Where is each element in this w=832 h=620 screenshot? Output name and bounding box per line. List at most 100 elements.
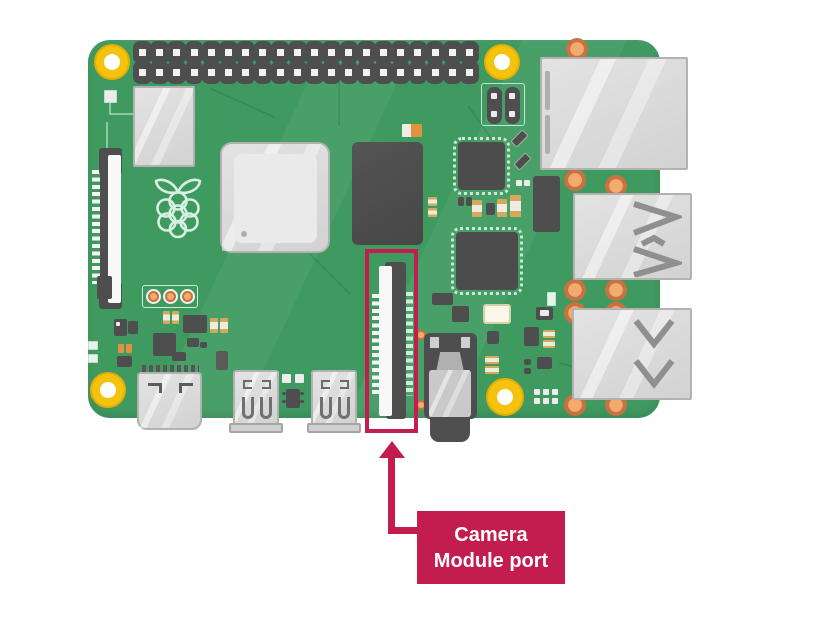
gpio-pin	[442, 61, 462, 84]
gpio-pin	[150, 41, 169, 64]
gpio-pin	[133, 61, 152, 84]
ethernet-port	[540, 57, 688, 170]
capacitor	[472, 200, 482, 217]
trace-line	[338, 80, 340, 126]
gpio-pin	[391, 61, 410, 84]
capacitor	[172, 311, 179, 324]
pmic-chip	[153, 333, 176, 356]
smd-chip	[452, 306, 469, 322]
solder-pad	[564, 169, 586, 191]
gpio-pin	[339, 41, 359, 64]
mounting-hole-top-left	[94, 44, 130, 80]
callout-line-horizontal	[388, 527, 418, 534]
run-header	[142, 285, 198, 308]
smd-chip	[114, 319, 127, 336]
smd-chip	[524, 327, 539, 346]
pad-square	[295, 374, 304, 383]
smd-chip	[128, 321, 138, 334]
usb3-port	[573, 193, 692, 280]
gpio-pin	[408, 61, 428, 84]
up-arrow-icon	[379, 441, 405, 458]
smd-chip	[487, 331, 499, 344]
soc-chip	[220, 142, 330, 253]
gpio-pin	[150, 61, 169, 84]
smd-chip	[187, 338, 199, 347]
solder-pad	[605, 175, 627, 197]
mounting-hole-top-right	[484, 44, 520, 80]
gpio-pin	[425, 61, 445, 84]
usb2-symbol-icon	[633, 319, 675, 389]
gpio-pin	[356, 61, 376, 84]
crystal-oscillator	[483, 304, 511, 324]
gpio-pin	[460, 41, 479, 64]
capacitor	[126, 344, 132, 353]
smd-chip	[537, 357, 552, 369]
gpio-pin	[287, 41, 307, 64]
qfp-chip	[453, 137, 510, 195]
usb-controller-chip	[451, 227, 523, 295]
gpio-pin	[442, 41, 462, 64]
gpio-pin	[270, 61, 290, 84]
callout-line-vertical	[388, 456, 395, 534]
smd-chip	[486, 203, 495, 215]
gpio-pin	[374, 41, 393, 64]
gpio-pin	[339, 61, 359, 84]
capacitor	[485, 366, 499, 374]
pad-square	[282, 374, 291, 383]
gpio-pin	[408, 41, 428, 64]
callout-label-line2: Module port	[433, 549, 549, 572]
smd-chip	[117, 356, 132, 367]
capacitor	[543, 330, 555, 338]
led	[88, 341, 98, 350]
smd-chip	[547, 292, 556, 306]
smd-chip	[524, 359, 531, 365]
antenna-pad	[104, 90, 117, 103]
callout-label: Camera Module port	[417, 511, 565, 584]
gpio-pin	[305, 61, 324, 84]
gpio-pin	[253, 61, 273, 84]
gpio-pin	[374, 61, 393, 84]
camera-port-highlight-box	[365, 249, 418, 433]
poe-header	[481, 83, 525, 126]
capacitor	[510, 195, 521, 217]
raspberry-logo-icon	[154, 178, 202, 239]
capacitor	[428, 197, 437, 206]
capacitor	[543, 340, 555, 348]
capacitor	[220, 318, 228, 333]
gpio-pin	[184, 61, 204, 84]
transistor	[286, 389, 300, 408]
capacitor	[216, 351, 228, 370]
component	[533, 176, 560, 232]
gpio-pin	[391, 41, 410, 64]
callout-label-line1: Camera	[454, 523, 528, 546]
gpio-pin	[201, 61, 221, 84]
trace-line	[210, 87, 276, 119]
wireless-module	[133, 86, 195, 167]
gpio-pin	[167, 41, 187, 64]
gpio-pin	[133, 41, 152, 64]
solder-pad	[564, 279, 586, 301]
smd-chip	[466, 197, 472, 206]
ram-chip	[352, 142, 423, 245]
smd-chip	[172, 352, 186, 361]
mounting-hole-bottom-right	[486, 378, 524, 416]
gpio-pin	[270, 41, 290, 64]
capacitor	[210, 318, 218, 333]
mounting-hole-bottom-left	[90, 372, 126, 408]
capacitor	[428, 208, 437, 217]
gpio-pin	[460, 61, 479, 84]
gpio-pin	[167, 61, 187, 84]
smd-chip	[524, 368, 531, 374]
display-connector	[92, 148, 126, 310]
pad-grid	[534, 389, 562, 406]
gpio-pin	[219, 61, 238, 84]
capacitor	[485, 356, 499, 364]
smd-chip	[200, 342, 207, 348]
capacitor	[118, 344, 124, 353]
capacitor	[163, 311, 170, 324]
gpio-pin	[322, 61, 342, 84]
gpio-pin	[201, 41, 221, 64]
solder-pad	[605, 279, 627, 301]
solder-pad	[566, 38, 588, 60]
